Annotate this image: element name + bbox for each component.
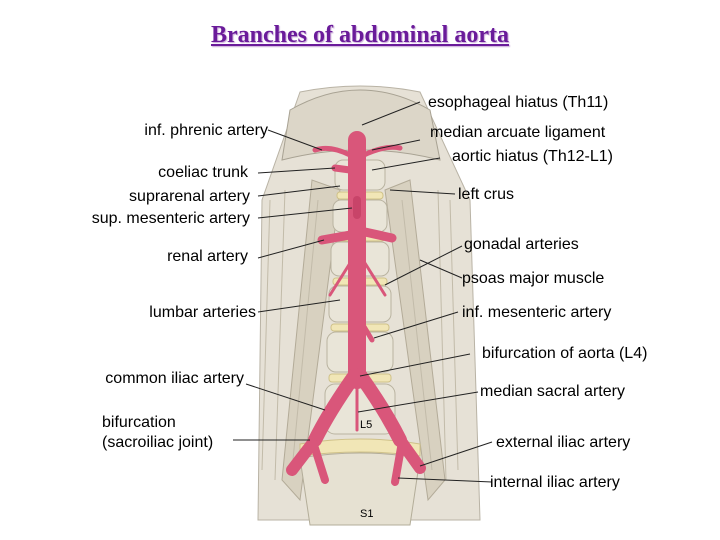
- page-title: Branches of abdominal aorta: [210, 22, 509, 48]
- label-bifurcation-line1: bifurcation: [102, 414, 176, 431]
- leader-lines: [233, 101, 493, 483]
- label-esophageal-hiatus: esophageal hiatus (Th11): [428, 94, 609, 111]
- diaphragm: [281, 89, 441, 161]
- internal-iliac-left: [309, 438, 329, 484]
- label-psoas-major-muscle: psoas major muscle: [462, 270, 605, 287]
- coeliac-trunk: [331, 164, 354, 174]
- label-suprarenal-artery: suprarenal artery: [129, 188, 250, 205]
- muscle-fibers: [261, 189, 459, 481]
- renal-artery-right: [360, 227, 397, 243]
- psoas-major-right: [384, 179, 446, 502]
- vertebra-label-s1: S1: [360, 508, 374, 520]
- vertebra-label-l5: L5: [360, 419, 373, 431]
- inf-phrenic-branches: [312, 144, 403, 158]
- aorta-system: [286, 131, 426, 486]
- internal-iliac-right: [391, 438, 406, 486]
- label-lumbar-arteries: lumbar arteries: [149, 304, 256, 321]
- renal-artery-left: [317, 230, 355, 245]
- label-median-sacral-artery: median sacral artery: [480, 383, 625, 400]
- label-renal-artery: renal artery: [167, 248, 248, 265]
- label-left-crus: left crus: [458, 186, 515, 203]
- inf-mesenteric: [357, 317, 375, 343]
- common-iliac-left: [308, 368, 362, 447]
- common-iliac-right: [353, 368, 407, 447]
- label-bifurcation-of-aorta: bifurcation of aorta (L4): [482, 345, 648, 362]
- gonadal-arteries: [328, 258, 387, 297]
- label-inf-mesenteric-artery: inf. mesenteric artery: [462, 304, 612, 321]
- label-aortic-hiatus: aortic hiatus (Th12-L1): [452, 148, 613, 165]
- label-sup-mesenteric-artery: sup. mesenteric artery: [91, 210, 250, 227]
- label-bifurcation-line2: (sacroiliac joint): [102, 434, 214, 451]
- label-external-iliac-artery: external iliac artery: [496, 434, 631, 451]
- label-median-arcuate-ligament: median arcuate ligament: [430, 124, 606, 141]
- label-common-iliac-artery: common iliac artery: [105, 370, 244, 387]
- label-internal-iliac-artery: internal iliac artery: [490, 474, 620, 491]
- label-gonadal-arteries: gonadal arteries: [464, 236, 579, 253]
- label-coeliac-trunk: coeliac trunk: [158, 164, 248, 181]
- label-inf-phrenic-artery: inf. phrenic artery: [144, 122, 268, 139]
